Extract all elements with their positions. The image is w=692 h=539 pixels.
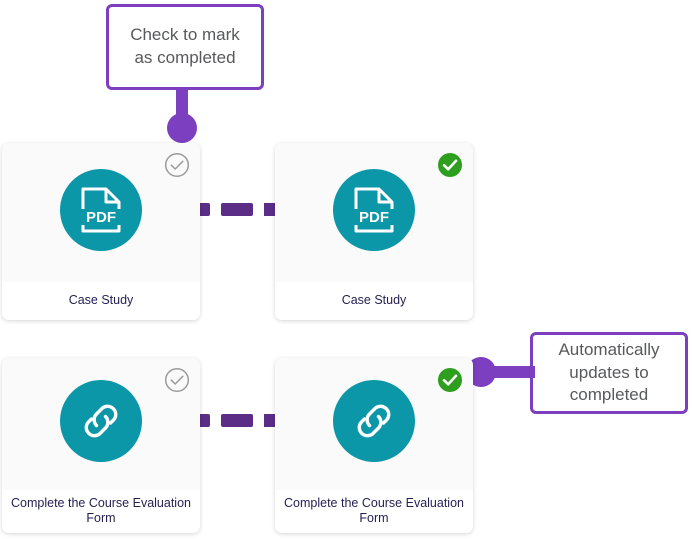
pdf-file-icon: PDF [352,187,396,232]
callout-check-to-mark: Check to mark as completed [106,4,264,90]
card-course-evaluation-completed[interactable]: Complete the Course Evaluation Form [275,358,473,533]
circle-check-filled-icon[interactable] [437,152,463,178]
pdf-file-icon: PDF [79,187,123,232]
card-label: Case Study [2,282,200,320]
circle-check-filled-icon[interactable] [437,367,463,393]
card-case-study-unchecked[interactable]: PDF Case Study [2,143,200,320]
card-label: Case Study [275,282,473,320]
circle-check-outline-icon[interactable] [164,367,190,393]
circle-check-outline-icon[interactable] [164,152,190,178]
callout-top-connector-dot [167,113,197,143]
card-course-evaluation-unchecked[interactable]: Complete the Course Evaluation Form [2,358,200,533]
pdf-icon-circle: PDF [333,168,415,251]
callout-top-text: Check to mark as completed [130,25,240,67]
link-icon-circle [333,379,415,462]
pdf-icon-circle: PDF [60,168,142,251]
card-body: PDF [275,143,473,282]
callout-automatically-updates: Automatically updates to completed [530,332,688,414]
svg-text:PDF: PDF [359,209,389,226]
card-body [275,358,473,490]
card-body: PDF [2,143,200,282]
link-chain-icon [84,404,118,438]
callout-right-text: Automatically updates to completed [558,339,660,405]
card-label: Complete the Course Evaluation Form [2,489,200,533]
svg-text:PDF: PDF [86,209,116,226]
card-body [2,358,200,490]
link-icon-circle [60,379,142,462]
card-case-study-completed[interactable]: PDF Case Study [275,143,473,320]
link-chain-icon [357,404,391,438]
card-label: Complete the Course Evaluation Form [275,489,473,533]
callout-right-connector-line [487,366,535,378]
